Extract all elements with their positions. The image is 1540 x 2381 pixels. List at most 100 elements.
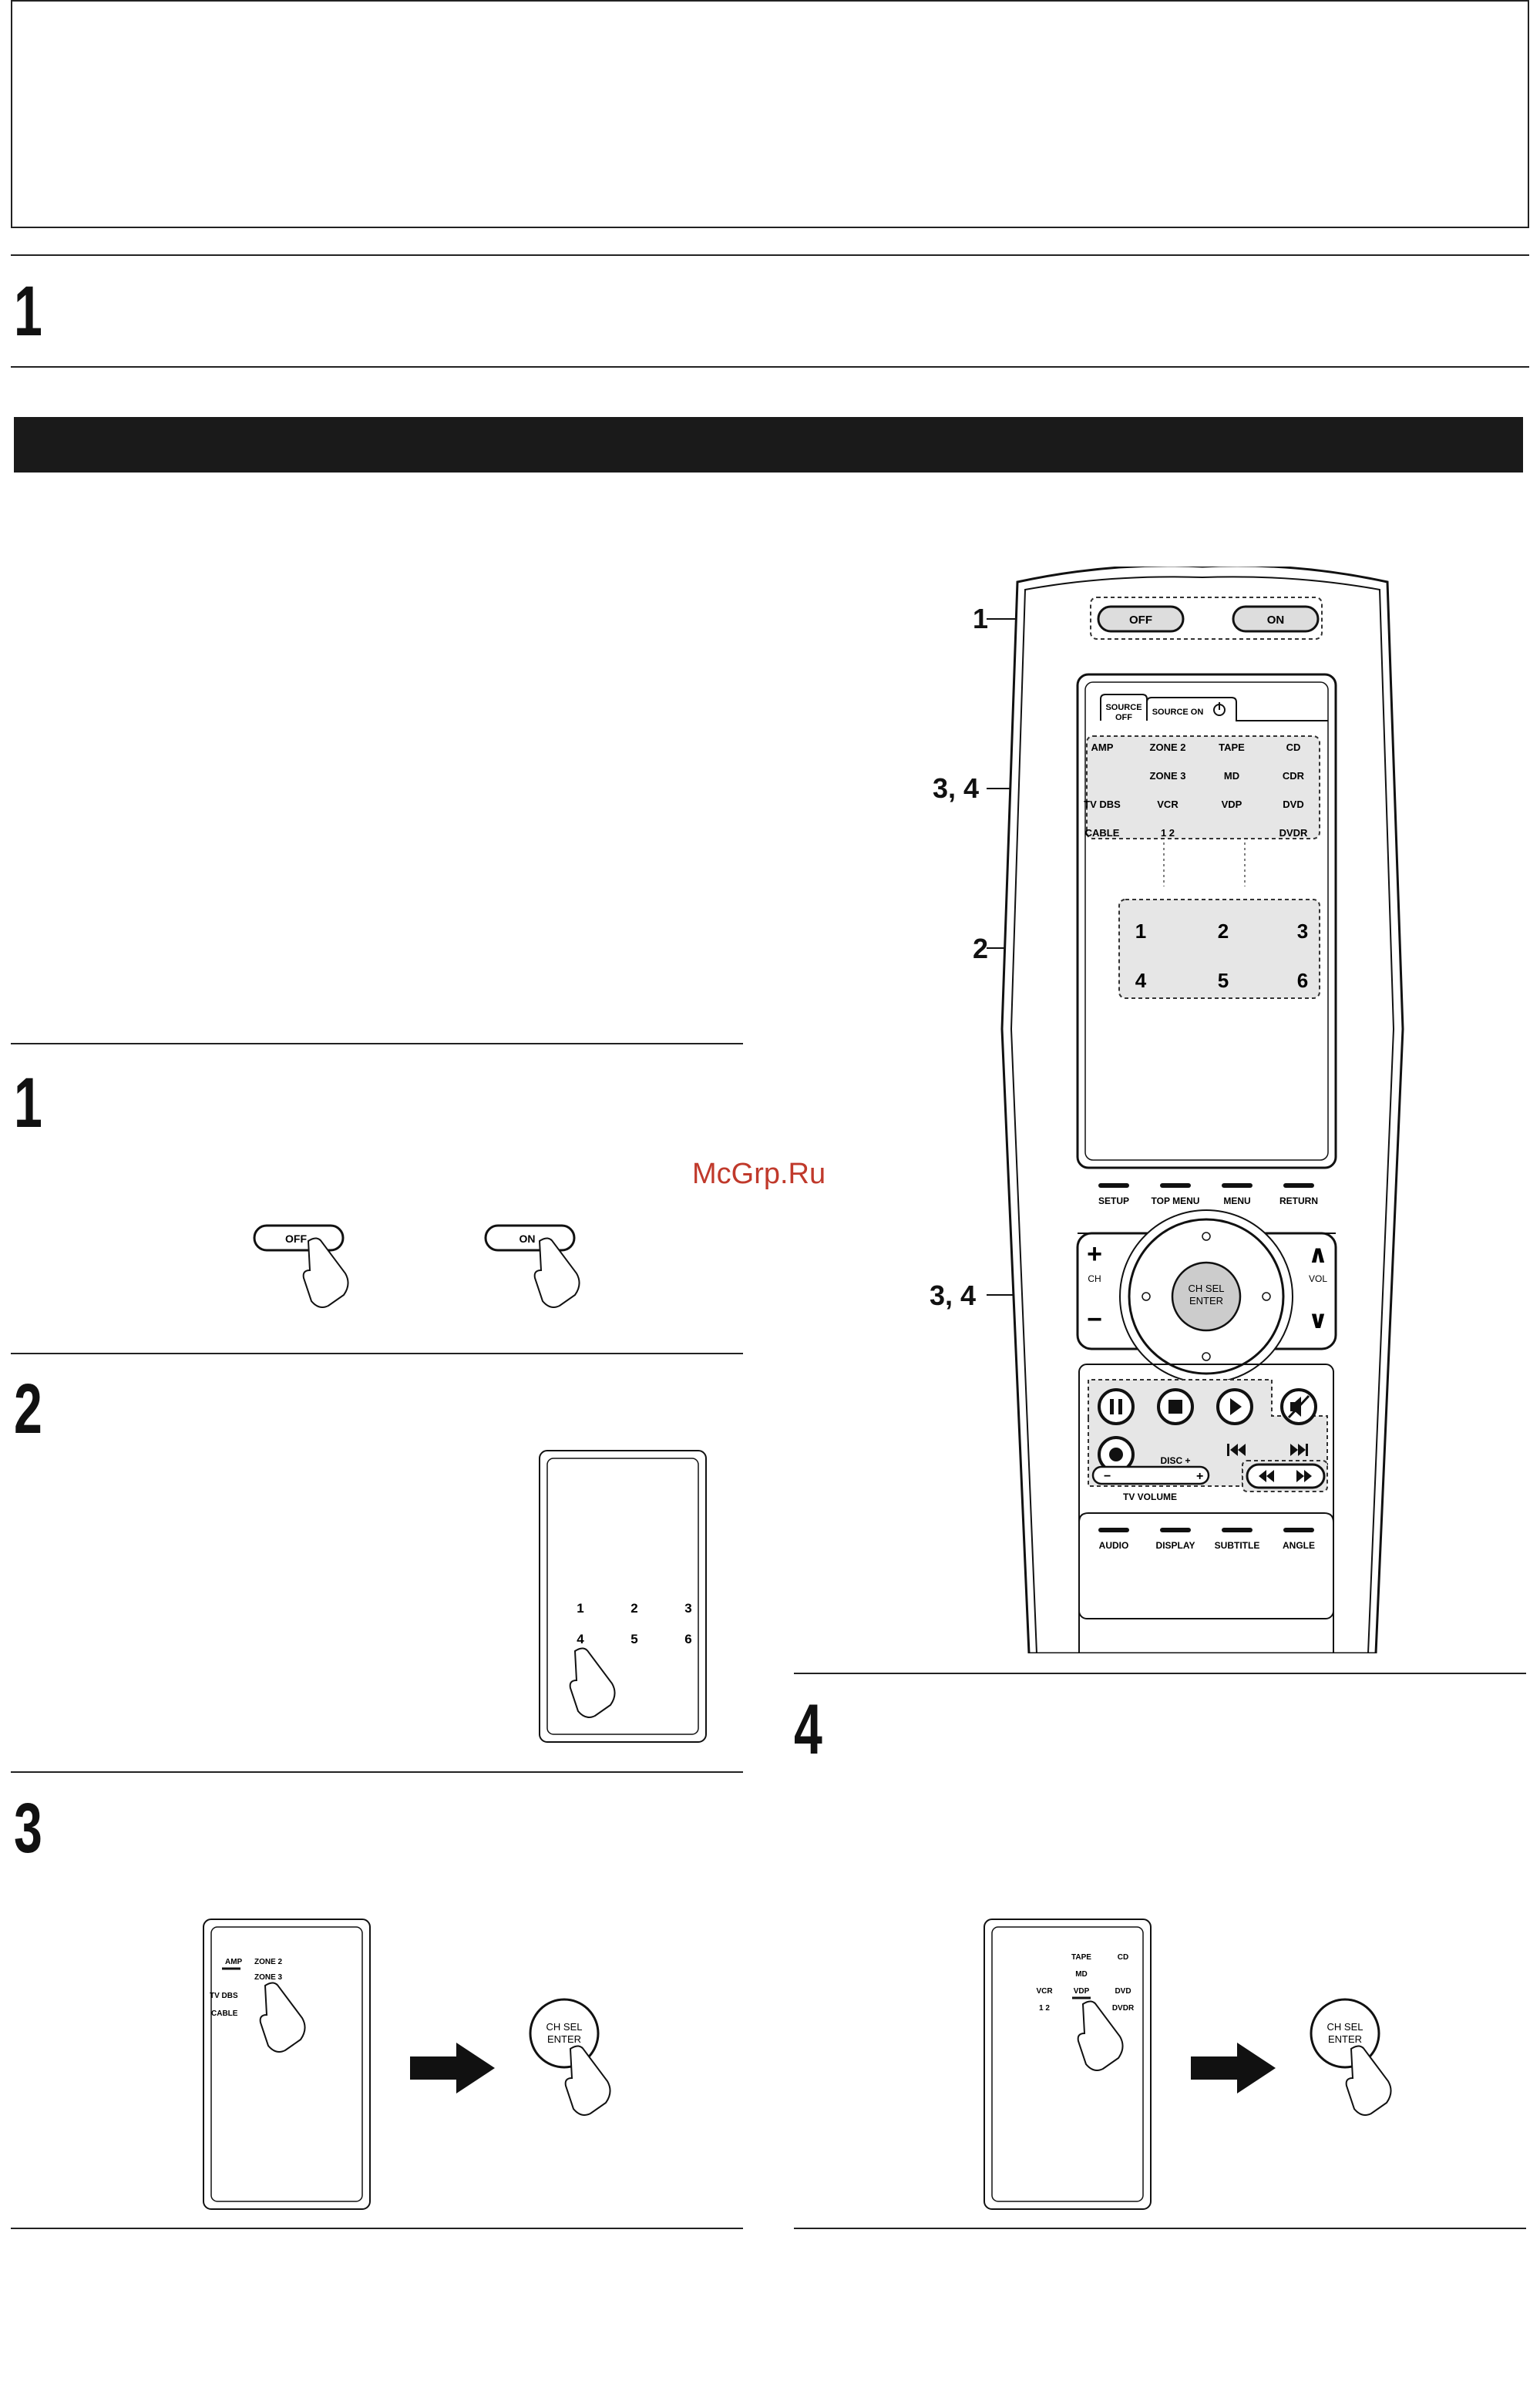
fig2-number-key[interactable]: 2 [630,1601,637,1616]
bottom-button-row: AUDIO DISPLAY SUBTITLE ANGLE [1098,1528,1315,1551]
fig4-enter-line1: CH SEL [1327,2021,1363,2033]
fig3-enter-line2: ENTER [547,2033,581,2045]
power-on-button[interactable] [1232,605,1320,633]
callout-3-4-sources: 3, 4 [933,772,980,804]
cursor-left-dot[interactable] [1142,1292,1151,1301]
cursor-right-dot[interactable] [1262,1292,1271,1301]
hand-pointer-icon [1077,2000,1124,2071]
play-button[interactable] [1216,1388,1253,1425]
bottom-button-label: SUBTITLE [1215,1540,1260,1551]
fig4-12: 1 2 [1039,2004,1050,2013]
bottom-button-bar[interactable] [1160,1528,1191,1532]
tv-volume-plus: + [1196,1470,1203,1483]
fig4-dvdr: DVDR [1112,2004,1135,2013]
divider [11,366,1529,368]
bottom-button-bar[interactable] [1098,1528,1129,1532]
source-button[interactable]: MD [1224,770,1239,782]
fig4-vdp: VDP [1074,1987,1090,1996]
source-button[interactable]: ZONE 2 [1150,742,1186,753]
arrow-right-icon [1191,2043,1276,2093]
pause-button[interactable] [1098,1388,1135,1425]
vol-down-button[interactable]: ∨ [1308,1306,1328,1333]
enter-label-line1: CH SEL [1189,1283,1225,1294]
fig4-md: MD [1075,1970,1088,1979]
source-button[interactable]: TV DBS [1084,799,1121,810]
power-on-label: ON [1267,614,1285,627]
source-button[interactable]: ZONE 3 [1150,770,1186,782]
number-key[interactable]: 1 [1135,920,1146,943]
source-button[interactable]: CDR [1283,770,1305,782]
fig3-zone3: ZONE 3 [254,1973,283,1982]
tab-source-off[interactable] [1100,694,1148,721]
source-button[interactable]: VCR [1157,799,1179,810]
step-1-number: 1 [14,1064,42,1142]
fig3-zone2: ZONE 2 [254,1958,283,1966]
menu-button-bar[interactable] [1222,1183,1253,1188]
fig3-enter-line1: CH SEL [546,2021,583,2033]
mute-button[interactable] [1280,1388,1317,1425]
fig2-number-key[interactable]: 6 [684,1632,691,1646]
bottom-button-bar[interactable] [1283,1528,1314,1532]
menu-button-bar[interactable] [1283,1183,1314,1188]
bottom-button-label: DISPLAY [1156,1540,1195,1551]
step-4-number: 4 [794,1690,822,1769]
enter-label-line2: ENTER [1189,1295,1223,1307]
menu-button-label: TOP MENU [1152,1196,1200,1206]
divider [11,1353,743,1354]
number-key[interactable]: 6 [1297,969,1308,992]
divider [11,2228,743,2229]
number-key[interactable]: 3 [1297,920,1308,943]
fig2-number-key[interactable]: 5 [630,1632,637,1646]
fig2-number-key[interactable]: 3 [684,1601,691,1616]
menu-button-bar[interactable] [1160,1183,1191,1188]
hand-pointer-icon [564,2045,611,2116]
ch-plus-button[interactable]: + [1087,1239,1102,1269]
vol-up-button[interactable]: ∧ [1308,1240,1328,1268]
ch-label: CH [1088,1273,1101,1284]
skip-back-icon[interactable] [1227,1444,1246,1456]
source-button[interactable]: DVD [1283,799,1303,810]
stop-button[interactable] [1157,1388,1194,1425]
step-2-figure: 1 2 3 4 5 6 [539,1450,707,1743]
section-title-bar [14,417,1523,473]
number-key[interactable]: 5 [1218,969,1229,992]
hand-pointer-icon [1345,2045,1392,2116]
fig4-tape: TAPE [1071,1953,1091,1962]
fig2-number-key[interactable]: 1 [577,1601,583,1616]
ch-sel-enter-button[interactable] [1171,1261,1242,1332]
arrow-right-icon [410,2043,495,2093]
tab-source-on-label: SOURCE ON [1152,708,1204,717]
source-button[interactable]: CABLE [1085,827,1120,839]
hand-pointer-icon [259,1982,306,2053]
bottom-button-label: ANGLE [1283,1540,1315,1551]
source-button[interactable]: DVDR [1279,827,1308,839]
cursor-down-dot[interactable] [1202,1352,1211,1361]
bottom-button-label: AUDIO [1099,1540,1129,1551]
skip-forward-icon[interactable] [1290,1444,1308,1456]
number-key[interactable]: 4 [1135,969,1147,992]
menu-button-label: SETUP [1098,1196,1129,1206]
fig3-cable: CABLE [211,2009,238,2018]
menu-button-bar[interactable] [1098,1183,1129,1188]
power-off-button[interactable] [1097,605,1185,633]
tv-volume-rocker[interactable] [1091,1465,1210,1485]
vol-label: VOL [1309,1273,1327,1284]
source-button[interactable]: TAPE [1219,742,1245,753]
cursor-up-dot[interactable] [1202,1232,1211,1241]
source-button[interactable]: CD [1286,742,1301,753]
fig2-number-key[interactable]: 4 [577,1632,584,1646]
divider [794,2228,1526,2229]
source-button[interactable]: VDP [1222,799,1242,810]
ch-minus-button[interactable]: − [1087,1305,1102,1334]
step-4-figure: TAPE CD MD VCR VDP DVD 1 2 DVDR CH SEL E… [984,1919,1392,2210]
menu-button-label: RETURN [1279,1196,1318,1206]
bottom-button-bar[interactable] [1222,1528,1253,1532]
fig3-amp: AMP [225,1958,243,1966]
step-3-number: 3 [14,1789,42,1868]
tab-source-on[interactable] [1146,697,1328,721]
source-button[interactable]: 1 2 [1161,827,1175,839]
number-key[interactable]: 2 [1218,920,1229,943]
source-button[interactable]: AMP [1091,742,1114,753]
